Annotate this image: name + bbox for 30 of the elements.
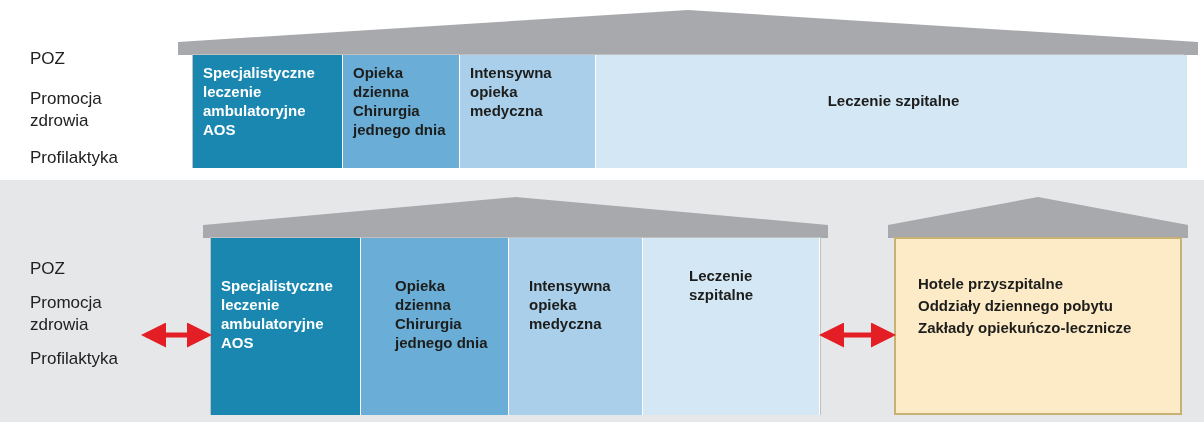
facility-label: Hotele przyszpitalne [918, 274, 1065, 294]
facility-label: Oddziały dziennego pobytu [918, 296, 1114, 316]
box-label: Intensywna opieka medyczna [470, 63, 553, 120]
care-box [343, 55, 460, 168]
box-label: Leczenie szpitalne [689, 266, 755, 304]
care-label: Profilaktyka [30, 147, 118, 169]
box-label: Leczenie szpitalne [826, 91, 961, 110]
box-label: Specjalistyczne leczenie ambulatoryjne AOS [221, 276, 334, 352]
care-box [193, 55, 343, 168]
care-label: POZ [30, 48, 65, 70]
facility-label: Zakłady opiekuńczo-lecznicze [918, 318, 1132, 338]
care-label: POZ [30, 258, 66, 280]
box-label: Chirurgia jednego dnia [353, 101, 447, 139]
care-box [643, 238, 820, 415]
care-box [596, 55, 1188, 168]
box-label: Specjalistyczne leczenie ambulatoryjne AOS [203, 63, 316, 139]
care-label: Promocja zdrowia [30, 88, 103, 132]
background-band [0, 180, 1204, 422]
box-label: Intensywna opieka medyczna [529, 276, 612, 333]
care-label: Promocja zdrowia [30, 292, 103, 336]
double-arrow [141, 322, 212, 348]
box-label: Chirurgia jednego dnia [395, 314, 489, 352]
care-box [211, 238, 361, 415]
care-box [509, 238, 643, 415]
double-arrow [819, 322, 896, 348]
care-box [361, 238, 509, 415]
box-label: Opieka dzienna [353, 63, 410, 101]
box-label: Opieka dzienna [395, 276, 452, 314]
care-label: Profilaktyka [30, 348, 119, 370]
care-box [460, 55, 596, 168]
